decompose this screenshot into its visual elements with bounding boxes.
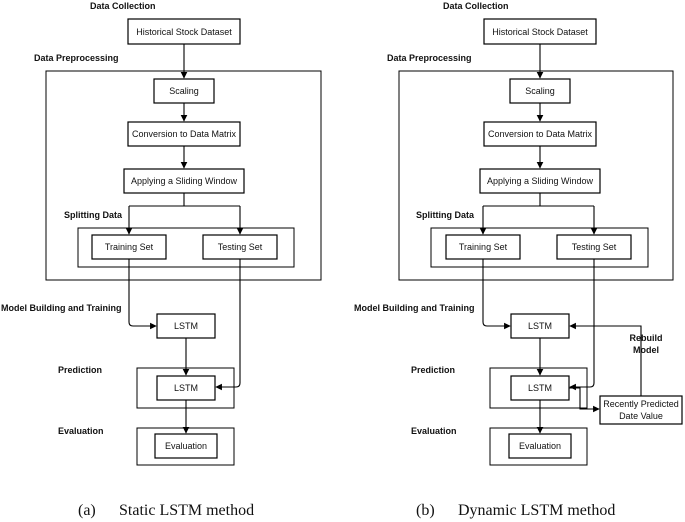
section-prediction-b: Prediction bbox=[411, 365, 455, 375]
caption-text-b: Dynamic LSTM method bbox=[458, 502, 615, 519]
label-sliding-a: Applying a Sliding Window bbox=[131, 176, 238, 186]
label-recent-line2-b: Date Value bbox=[619, 411, 663, 421]
label-lstm-predict-b: LSTM bbox=[528, 383, 552, 393]
label-training-b: Training Set bbox=[459, 242, 508, 252]
section-splitting-data-b: Splitting Data bbox=[416, 210, 475, 220]
label-sliding-b: Applying a Sliding Window bbox=[487, 176, 594, 186]
node-lstm-train-a bbox=[156, 313, 216, 339]
label-training-a: Training Set bbox=[105, 242, 154, 252]
node-dataset-a bbox=[127, 18, 241, 45]
edge-testing-lstm-a bbox=[215, 259, 241, 391]
caption-label-b: (b) bbox=[416, 502, 435, 519]
label-scaling-b: Scaling bbox=[525, 86, 555, 96]
caption-label-a: (a) bbox=[78, 502, 96, 519]
node-evaluation-b bbox=[508, 433, 572, 459]
node-evaluation-a bbox=[154, 433, 218, 459]
node-conversion-b bbox=[483, 121, 597, 147]
node-lstm-train-b bbox=[510, 313, 570, 339]
section-data-preprocessing-a: Data Preprocessing bbox=[34, 53, 119, 63]
section-data-preprocessing-b: Data Preprocessing bbox=[387, 53, 472, 63]
edge-sliding-split-b bbox=[483, 193, 594, 207]
section-data-collection-b: Data Collection bbox=[443, 1, 509, 11]
label-lstm-train-a: LSTM bbox=[174, 321, 198, 331]
label-conversion-b: Conversion to Data Matrix bbox=[488, 129, 593, 139]
node-testing-a bbox=[202, 234, 278, 260]
node-training-a bbox=[91, 234, 167, 260]
edge-lstm-recent-b bbox=[569, 387, 600, 413]
rebuild-line2-b: Model bbox=[633, 345, 659, 355]
label-evaluation-a: Evaluation bbox=[165, 441, 207, 451]
edge-rebuild-model-b bbox=[569, 322, 642, 396]
edge-training-lstm-b bbox=[482, 259, 511, 330]
section-model-building-a: Model Building and Training bbox=[1, 303, 122, 313]
label-testing-a: Testing Set bbox=[218, 242, 263, 252]
section-model-building-b: Model Building and Training bbox=[354, 303, 475, 313]
preprocessing-frame-b bbox=[398, 70, 674, 281]
splitting-frame-b bbox=[430, 227, 649, 268]
label-dataset-b: Historical Stock Dataset bbox=[492, 27, 588, 37]
node-lstm-predict-a bbox=[156, 375, 216, 401]
node-scaling-b bbox=[509, 78, 571, 104]
section-evaluation-b: Evaluation bbox=[411, 426, 457, 436]
label-scaling-a: Scaling bbox=[169, 86, 199, 96]
label-recent-line1-b: Recently Predicted bbox=[603, 399, 679, 409]
edge-testing-lstm-b bbox=[569, 259, 595, 391]
node-sliding-a bbox=[123, 168, 245, 194]
prediction-frame-b bbox=[489, 367, 588, 409]
label-conversion-a: Conversion to Data Matrix bbox=[132, 129, 237, 139]
caption-text-a: Static LSTM method bbox=[119, 502, 254, 519]
section-data-collection-a: Data Collection bbox=[90, 1, 156, 11]
section-splitting-data-a: Splitting Data bbox=[64, 210, 123, 220]
node-dataset-b bbox=[483, 18, 597, 45]
section-evaluation-a: Evaluation bbox=[58, 426, 104, 436]
edge-sliding-split-a bbox=[129, 193, 240, 207]
rebuild-line1-b: Rebuild bbox=[630, 333, 663, 343]
node-sliding-b bbox=[479, 168, 601, 194]
label-lstm-train-b: LSTM bbox=[528, 321, 552, 331]
label-testing-b: Testing Set bbox=[572, 242, 617, 252]
panel-b-dynamic: Data Collection Data Preprocessing Split… bbox=[354, 1, 683, 519]
splitting-frame-a bbox=[77, 227, 295, 268]
edge-training-lstm-a bbox=[128, 259, 157, 330]
label-dataset-a: Historical Stock Dataset bbox=[136, 27, 232, 37]
panel-a-static: Data Collection Data Preprocessing Split… bbox=[1, 1, 322, 519]
label-evaluation-b: Evaluation bbox=[519, 441, 561, 451]
section-prediction-a: Prediction bbox=[58, 365, 102, 375]
label-lstm-predict-a: LSTM bbox=[174, 383, 198, 393]
